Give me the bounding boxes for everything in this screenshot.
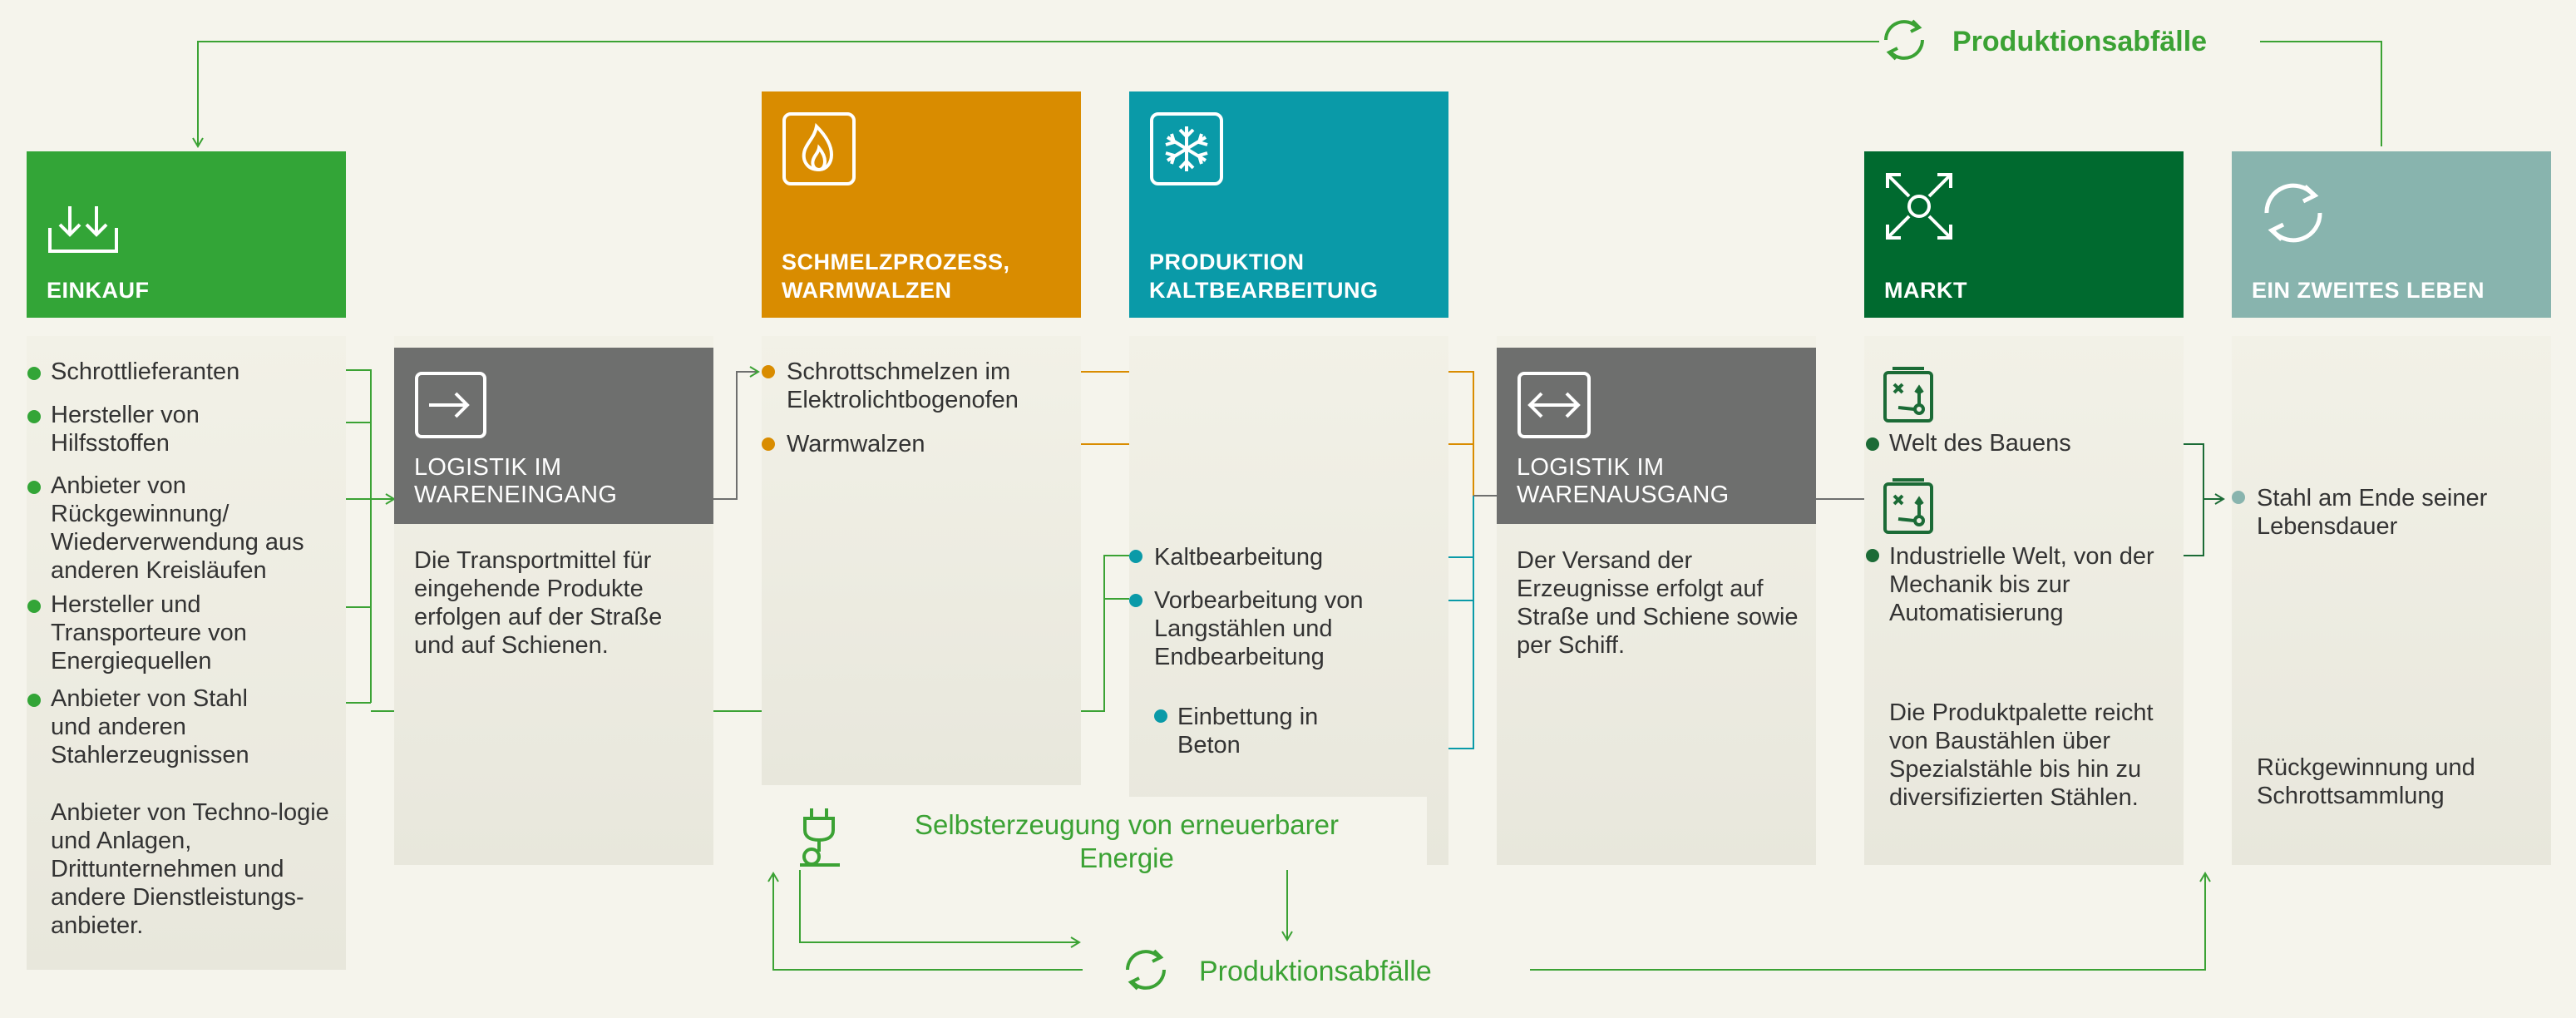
markt-bullet [1866, 437, 1879, 451]
logistik-ein-box: LOGISTIK IM WARENEINGANG [394, 348, 713, 524]
energy-box [782, 797, 1427, 870]
header-zweites-title: EIN ZWEITES LEBEN [2252, 278, 2485, 303]
arrows-both-icon [1517, 371, 1591, 443]
top-loop-label: Produktionsabfälle [1952, 26, 2208, 57]
header-schmelz-title: SCHMELZPROZESS, WARMWALZEN [782, 250, 1010, 303]
snowflake-icon [1149, 111, 1224, 190]
markt-text: Die Produktpalette reicht von Baustählen… [1889, 699, 2154, 811]
schmelz-bullet [762, 365, 775, 378]
download-tray-icon [47, 203, 120, 259]
header-markt: MARKT [1864, 151, 2184, 318]
industry-plan-icon [1883, 477, 1936, 540]
zweites-text: Rückgewinnung und Schrottsammlung [2257, 754, 2475, 809]
bottom-recycle-icon [1116, 940, 1176, 1000]
header-einkauf-title: EINKAUF [47, 278, 150, 303]
markt-bullet [1866, 549, 1879, 562]
zweites-item: Stahl am Ende seiner Lebensdauer [2257, 485, 2488, 540]
header-zweites: EIN ZWEITES LEBEN [2232, 151, 2551, 318]
energy-label: Selbsterzeugung von erneuerbarer Energie [914, 809, 1339, 873]
logistik-ein-title: LOGISTIK IM WARENEINGANG [414, 454, 618, 508]
schmelz-body [762, 336, 1081, 785]
einkauf-item: Schrottlieferanten [51, 358, 240, 385]
schmelz-item: Warmwalzen [787, 431, 925, 457]
einkauf-item: Hersteller von Hilfsstoffen [51, 402, 200, 457]
header-markt-title: MARKT [1884, 278, 1967, 303]
produktion-item: Einbettung in Beton [1177, 704, 1319, 759]
einkauf-item: Anbieter von Stahl und anderen Stahlerze… [51, 685, 249, 768]
produktion-bullet [1154, 709, 1167, 723]
produktion-bullet [1129, 594, 1142, 607]
logistik-aus-text: Der Versand der Erzeugnisse erfolgt auf … [1517, 547, 1799, 659]
energy-plug-icon [797, 805, 843, 872]
einkauf-item: Anbieter von Rückgewinnung/ Wiederverwen… [51, 472, 304, 584]
markt-body [1864, 336, 2184, 865]
markt-item: Industrielle Welt, von der Mechanik bis … [1889, 543, 2154, 626]
header-produktion-title: PRODUKTION KALTBEARBEITUNG [1149, 250, 1379, 303]
einkauf-body [27, 336, 346, 970]
schmelz-item: Schrottschmelzen im Elektrolichtbogenofe… [787, 358, 1019, 413]
bottom-loop-label: Produktionsabfälle [1199, 956, 1432, 987]
einkauf-bullet [27, 367, 41, 380]
expand-arrows-icon [1884, 171, 1954, 245]
schmelz-bullet [762, 437, 775, 451]
arrow-in-icon [414, 371, 487, 443]
logistik-aus-title: LOGISTIK IM WARENAUSGANG [1517, 454, 1730, 508]
top-recycle-icon [1874, 10, 1934, 70]
logistik-ein-text: Die Transportmittel für eingehende Produ… [414, 547, 663, 659]
header-schmelz: SCHMELZPROZESS, WARMWALZEN [762, 91, 1081, 318]
einkauf-item: Hersteller und Transporteure von Energie… [51, 591, 247, 675]
header-produktion: PRODUKTION KALTBEARBEITUNG [1129, 91, 1448, 318]
produktion-item: Kaltbearbeitung [1154, 544, 1324, 571]
einkauf-bullet [27, 694, 41, 707]
logistik-aus-box: LOGISTIK IM WARENAUSGANG [1497, 348, 1816, 524]
recycle-icon [2252, 171, 2335, 259]
produktion-bullet [1129, 550, 1142, 563]
einkauf-note: Anbieter von Techno-logie und Anlagen, D… [51, 799, 329, 939]
einkauf-bullet [27, 600, 41, 613]
produktion-body [1129, 336, 1448, 865]
einkauf-bullet [27, 481, 41, 494]
produktion-item: Vorbearbeitung von Langstählen und Endbe… [1154, 587, 1364, 670]
construction-plan-icon [1883, 366, 1936, 428]
zweites-bullet [2232, 491, 2245, 504]
flame-icon [782, 111, 856, 190]
markt-item: Welt des Bauens [1889, 430, 2071, 457]
einkauf-bullet [27, 410, 41, 423]
header-einkauf: EINKAUF [27, 151, 346, 318]
zweites-body [2232, 336, 2551, 865]
